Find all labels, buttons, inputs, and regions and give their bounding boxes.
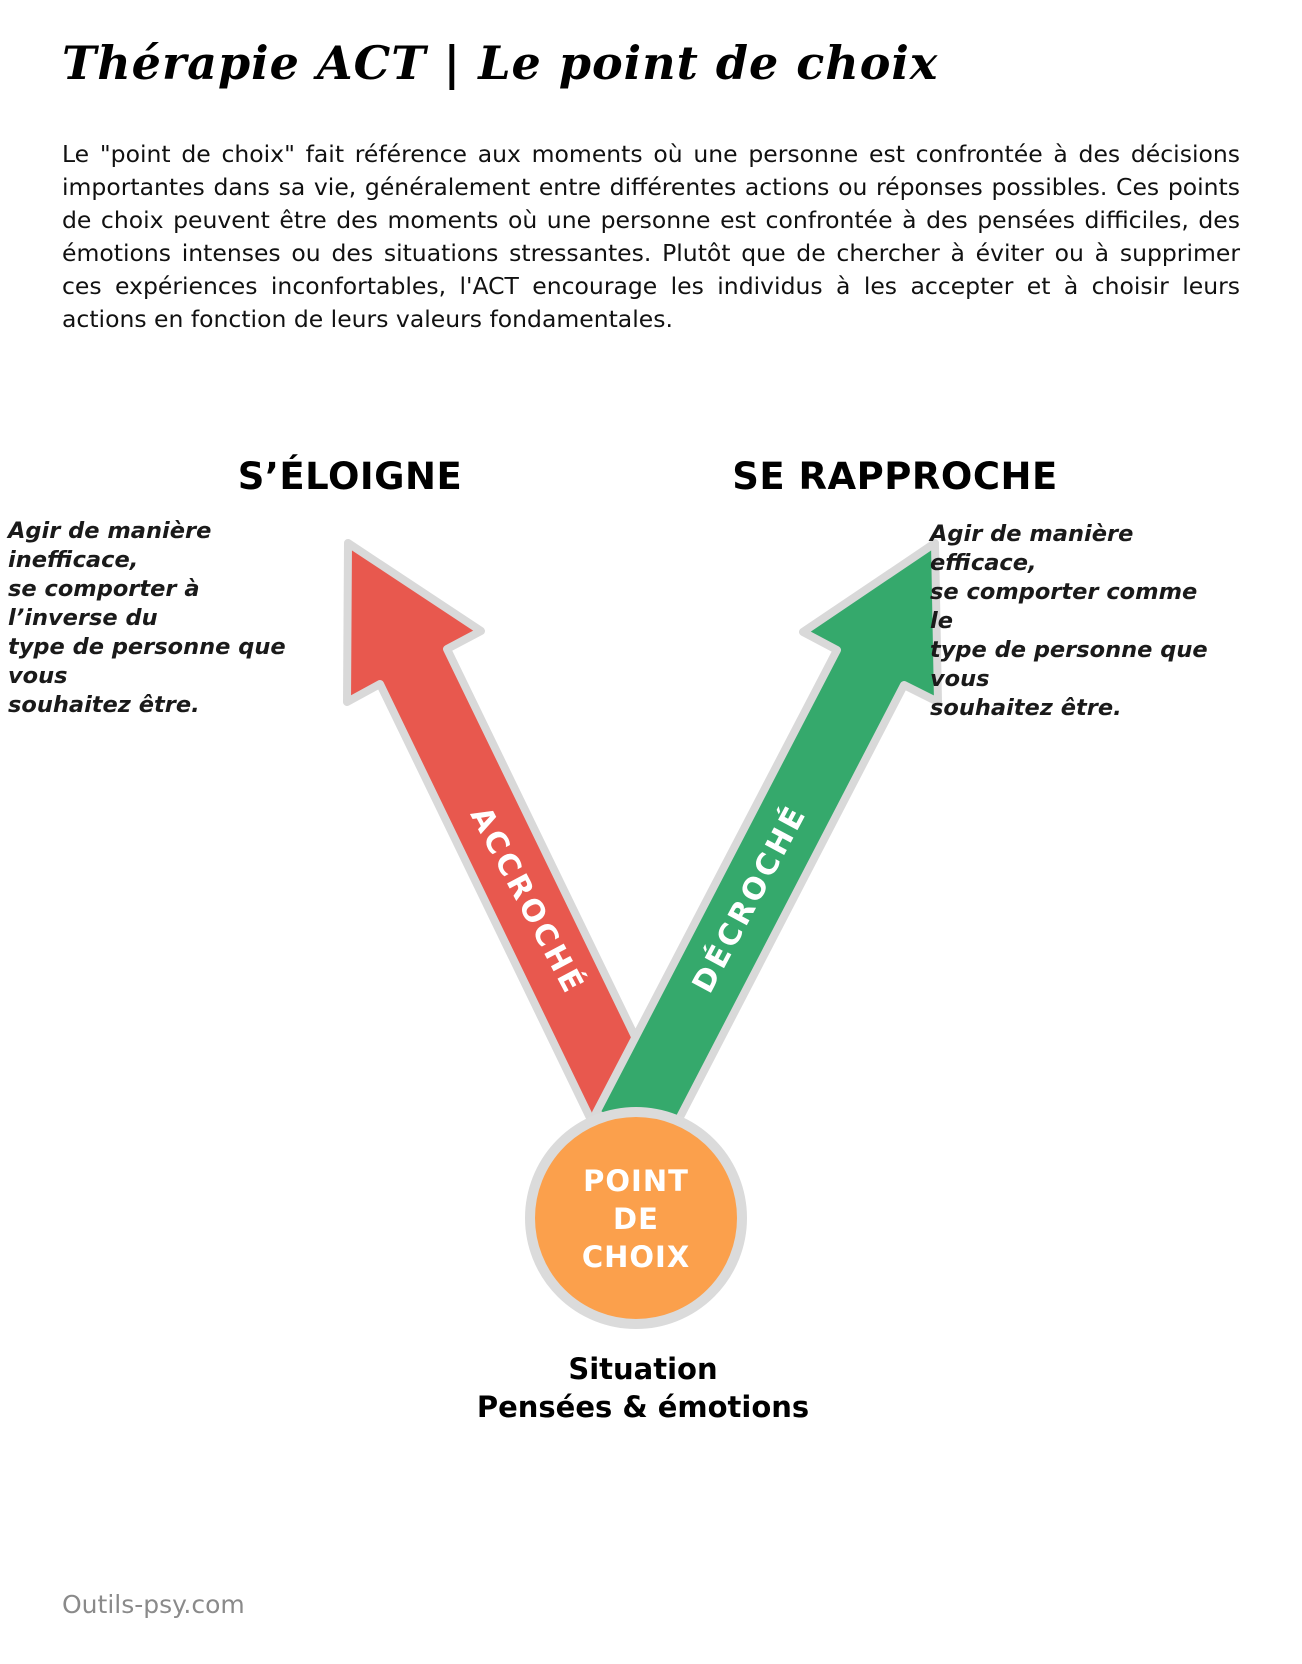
choice-point-label-line: DE xyxy=(613,1202,659,1236)
situation-caption-line: Situation xyxy=(568,1352,718,1386)
toward-description-line: souhaitez être. xyxy=(930,695,1122,721)
away-description-line: Agir de manière inefficace, xyxy=(8,518,212,573)
situation-caption: Situation Pensées & émotions xyxy=(477,1350,809,1426)
footer-site-name: Outils-psy.com xyxy=(62,1590,245,1619)
away-description: Agir de manière inefficace, se comporter… xyxy=(8,517,308,720)
toward-description: Agir de manière efficace, se comporter c… xyxy=(930,520,1210,723)
away-description-line: souhaitez être. xyxy=(8,692,200,718)
choice-point-label: POINT DE CHOIX xyxy=(582,1162,690,1276)
situation-caption-line: Pensées & émotions xyxy=(476,1390,810,1424)
away-description-line: type de personne que vous xyxy=(8,634,286,689)
choice-point-circle xyxy=(525,1107,747,1329)
heading-moves-toward: SE RAPPROCHE xyxy=(732,455,1058,498)
toward-description-line: se comporter comme le xyxy=(930,579,1198,634)
away-description-line: se comporter à l’inverse du xyxy=(8,576,200,631)
toward-description-line: Agir de manière efficace, xyxy=(930,521,1134,576)
intro-paragraph: Le "point de choix" fait référence aux m… xyxy=(62,140,1240,333)
choice-point-label-line: CHOIX xyxy=(581,1240,691,1274)
toward-description-line: type de personne que vous xyxy=(930,637,1208,692)
choice-point-label-line: POINT xyxy=(583,1164,689,1198)
heading-moves-away: S’ÉLOIGNE xyxy=(237,455,463,498)
page-title: Thérapie ACT | Le point de choix xyxy=(62,36,939,90)
